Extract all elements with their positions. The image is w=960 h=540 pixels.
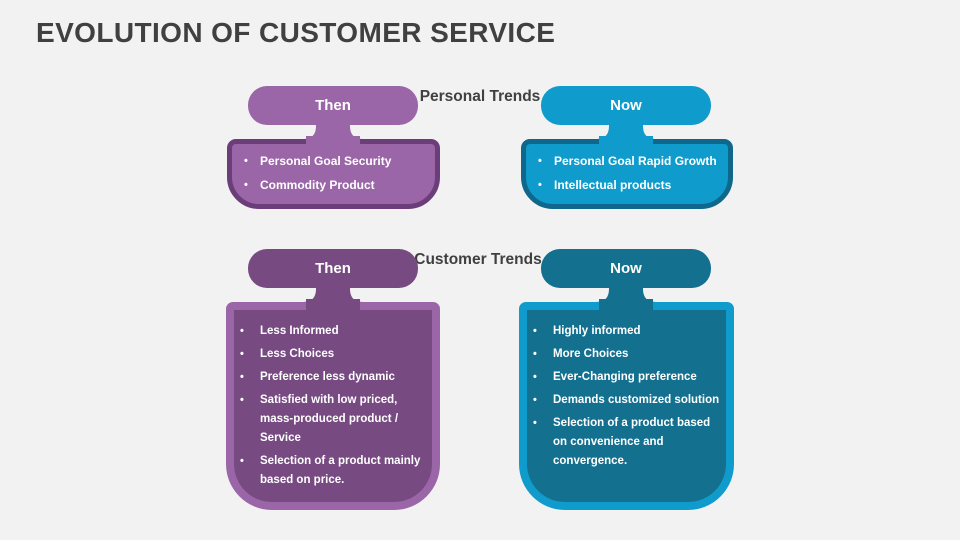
bullet-icon: • <box>244 179 248 191</box>
list-item-text: Personal Goal Security <box>260 154 392 168</box>
personal-now-box: • Personal Goal Rapid Growth • Intellect… <box>521 139 733 209</box>
bullet-icon: • <box>533 348 537 360</box>
list-item-text: Commodity Product <box>260 178 375 192</box>
bullet-icon: • <box>240 371 244 383</box>
bullet-icon: • <box>240 455 244 467</box>
list-item: • Selection of a product mainly based on… <box>240 452 432 490</box>
personal-then-tab-label: Then <box>315 97 351 114</box>
bullet-icon: • <box>533 371 537 383</box>
tab-shape-icon <box>248 86 418 149</box>
slide-title: EVOLUTION OF CUSTOMER SERVICE <box>36 17 556 48</box>
personal-now-tab: Now <box>541 86 711 149</box>
list-item: • Commodity Product <box>244 176 427 195</box>
list-item-text: Less Informed <box>260 325 339 337</box>
personal-then-box: • Personal Goal Security • Commodity Pro… <box>227 139 440 209</box>
personal-now-tab-label: Now <box>610 97 642 114</box>
customer-then-tab-label: Then <box>315 260 351 277</box>
customer-now-tab: Now <box>541 249 711 312</box>
list-item-text: Personal Goal Rapid Growth <box>554 154 717 168</box>
list-item-text: Selection of a product based on convenie… <box>553 417 711 467</box>
list-item-text: Intellectual products <box>554 178 672 192</box>
list-item: • More Choices <box>533 345 726 364</box>
bullet-icon: • <box>240 325 244 337</box>
list-item-text: Demands customized solution <box>553 394 720 406</box>
list-item: • Personal Goal Security <box>244 152 427 171</box>
tab-shape-icon <box>541 86 711 149</box>
list-item-text: More Choices <box>553 348 629 360</box>
bullet-icon: • <box>244 155 248 167</box>
list-item: • Less Informed <box>240 322 432 341</box>
list-item-text: Ever-Changing preference <box>553 371 697 383</box>
bullet-icon: • <box>240 348 244 360</box>
bullet-icon: • <box>533 394 537 406</box>
customer-then-box: • Less Informed • Less Choices • Prefere… <box>226 302 440 510</box>
personal-then-tab: Then <box>248 86 418 149</box>
list-item-text: Satisfied with low priced, mass-produced… <box>260 394 399 444</box>
customer-then-tab: Then <box>248 249 418 312</box>
tab-shape-icon <box>248 249 418 312</box>
customer-now-box: • Highly informed • More Choices • Ever-… <box>519 302 734 510</box>
list-item: • Demands customized solution <box>533 391 726 410</box>
bullet-icon: • <box>538 155 542 167</box>
customer-trends-label: Customer Trends <box>414 251 542 268</box>
list-item: • Ever-Changing preference <box>533 368 726 387</box>
list-item: • Satisfied with low priced, mass-produc… <box>240 391 432 448</box>
bullet-icon: • <box>533 325 537 337</box>
list-item: • Selection of a product based on conven… <box>533 414 726 471</box>
bullet-icon: • <box>538 179 542 191</box>
tab-shape-icon <box>541 249 711 312</box>
list-item: • Highly informed <box>533 322 726 341</box>
list-item-text: Highly informed <box>553 325 641 337</box>
list-item-text: Less Choices <box>260 348 335 360</box>
list-item-text: Selection of a product mainly based on p… <box>260 455 421 486</box>
bullet-icon: • <box>240 394 244 406</box>
list-item: • Preference less dynamic <box>240 368 432 387</box>
list-item: • Intellectual products <box>538 176 720 195</box>
personal-trends-label: Personal Trends <box>419 88 541 105</box>
list-item: • Less Choices <box>240 345 432 364</box>
list-item: • Personal Goal Rapid Growth <box>538 152 720 171</box>
customer-now-tab-label: Now <box>610 260 642 277</box>
bullet-icon: • <box>533 417 537 429</box>
list-item-text: Preference less dynamic <box>260 371 395 383</box>
